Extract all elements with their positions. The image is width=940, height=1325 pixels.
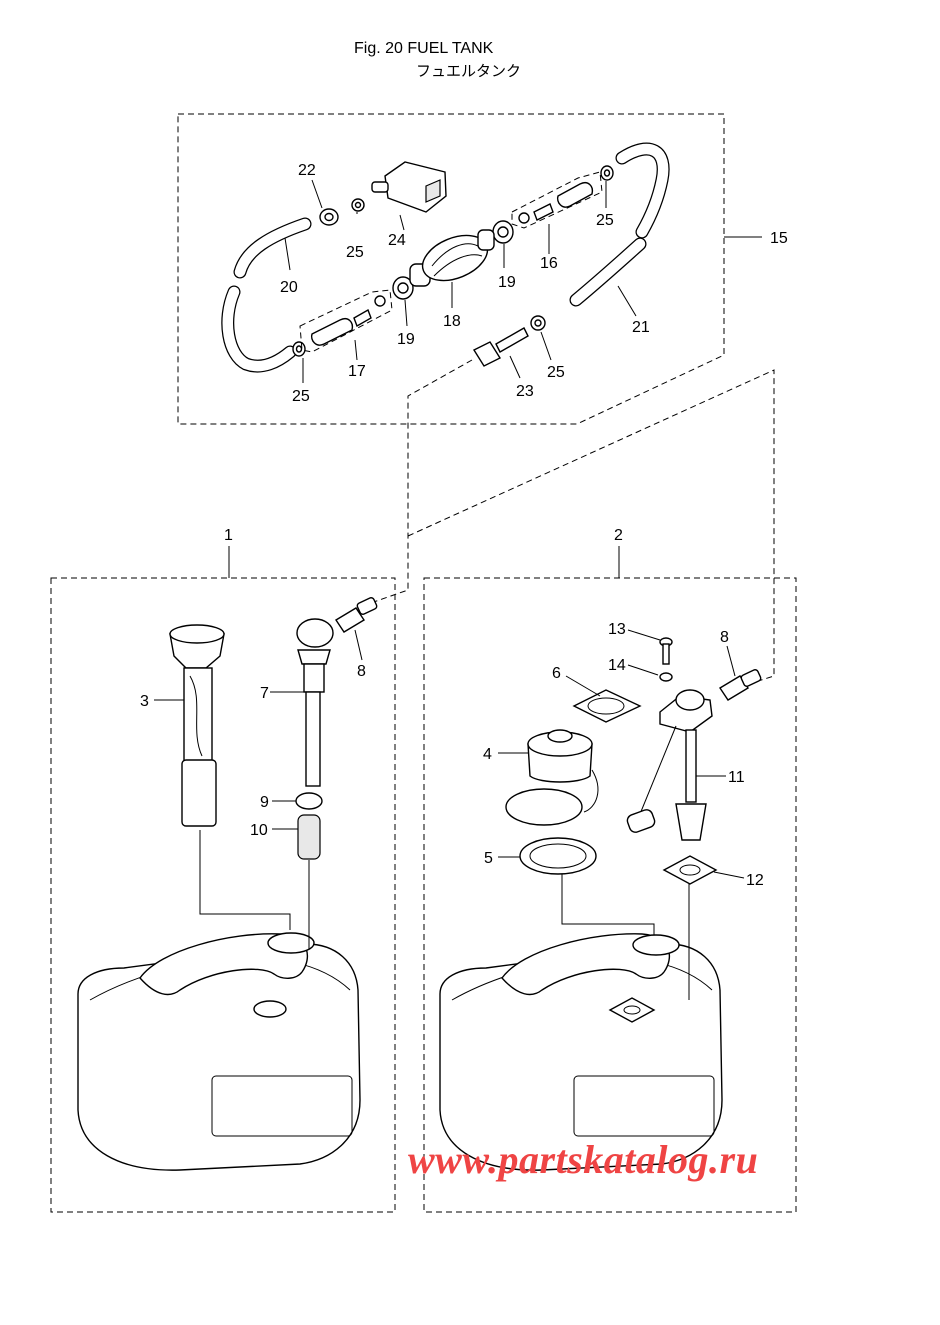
callout-25-c: 25 <box>292 388 310 405</box>
callout-25-a: 25 <box>346 244 364 261</box>
figure-subtitle-ja: フュエルタンク <box>416 62 522 80</box>
callout-6: 6 <box>552 665 561 682</box>
washer-14 <box>627 664 673 682</box>
callout-7: 7 <box>260 685 269 702</box>
callout-3: 3 <box>140 693 149 710</box>
label-6 <box>565 675 642 723</box>
hose-21 <box>569 142 670 307</box>
callout-24: 24 <box>388 232 406 249</box>
callout-21: 21 <box>632 319 650 336</box>
callout-11: 11 <box>728 769 745 786</box>
connection-line-left <box>367 359 473 605</box>
callout-19-upper: 19 <box>498 274 516 291</box>
callout-22: 22 <box>298 162 316 179</box>
callout-13: 13 <box>608 621 626 638</box>
callout-8-left: 8 <box>357 663 366 680</box>
fuel-pickup-7 <box>270 618 334 787</box>
callout-2: 2 <box>614 527 623 544</box>
callout-17: 17 <box>348 363 366 380</box>
figure-title: Fig. 20 FUEL TANK <box>354 40 494 57</box>
callout-16: 16 <box>540 255 558 272</box>
callout-1: 1 <box>224 527 233 544</box>
connection-line-right <box>407 369 775 683</box>
callout-8-right: 8 <box>720 629 729 646</box>
tank-assembly-2-group-box <box>423 577 797 1213</box>
fuel-tank-body-2 <box>439 874 723 1171</box>
valve-set-17 <box>299 289 393 353</box>
fuel-sender-11 <box>626 689 726 841</box>
callout-5: 5 <box>484 850 493 867</box>
callout-25-b: 25 <box>596 212 614 229</box>
fitting-8-right <box>719 645 762 701</box>
valve-set-16 <box>511 171 603 229</box>
filter-10 <box>272 814 321 860</box>
fuel-tank-body-1 <box>77 830 361 1171</box>
tank-cap-4 <box>498 729 599 826</box>
callout-4: 4 <box>483 746 492 763</box>
fitting-23 <box>472 327 529 367</box>
hose-assembly-group-box <box>177 113 725 425</box>
watermark-text: www.partskatalog.ru <box>408 1137 759 1182</box>
collar-22 <box>319 208 339 226</box>
callout-12: 12 <box>746 872 764 889</box>
hose-20 <box>221 217 312 373</box>
callout-25-d: 25 <box>547 364 565 381</box>
callout-10: 10 <box>250 822 268 839</box>
callout-15: 15 <box>770 230 788 247</box>
tank-assembly-1-group-box <box>50 577 396 1213</box>
ring-5 <box>498 837 597 875</box>
fitting-8 <box>335 597 378 661</box>
cap-19 <box>392 220 514 300</box>
o-ring-9 <box>272 792 323 810</box>
callout-23: 23 <box>516 383 534 400</box>
clip-25 <box>292 165 614 357</box>
fuel-gauge-3 <box>154 624 225 827</box>
primer-bulb-18 <box>409 229 495 287</box>
callout-18: 18 <box>443 313 461 330</box>
callout-9: 9 <box>260 794 269 811</box>
callout-14: 14 <box>608 657 626 674</box>
gasket-12 <box>662 855 745 885</box>
callout-20: 20 <box>280 279 298 296</box>
callout-19-lower: 19 <box>397 331 415 348</box>
screw-13 <box>627 629 673 665</box>
connector-24 <box>371 161 447 213</box>
